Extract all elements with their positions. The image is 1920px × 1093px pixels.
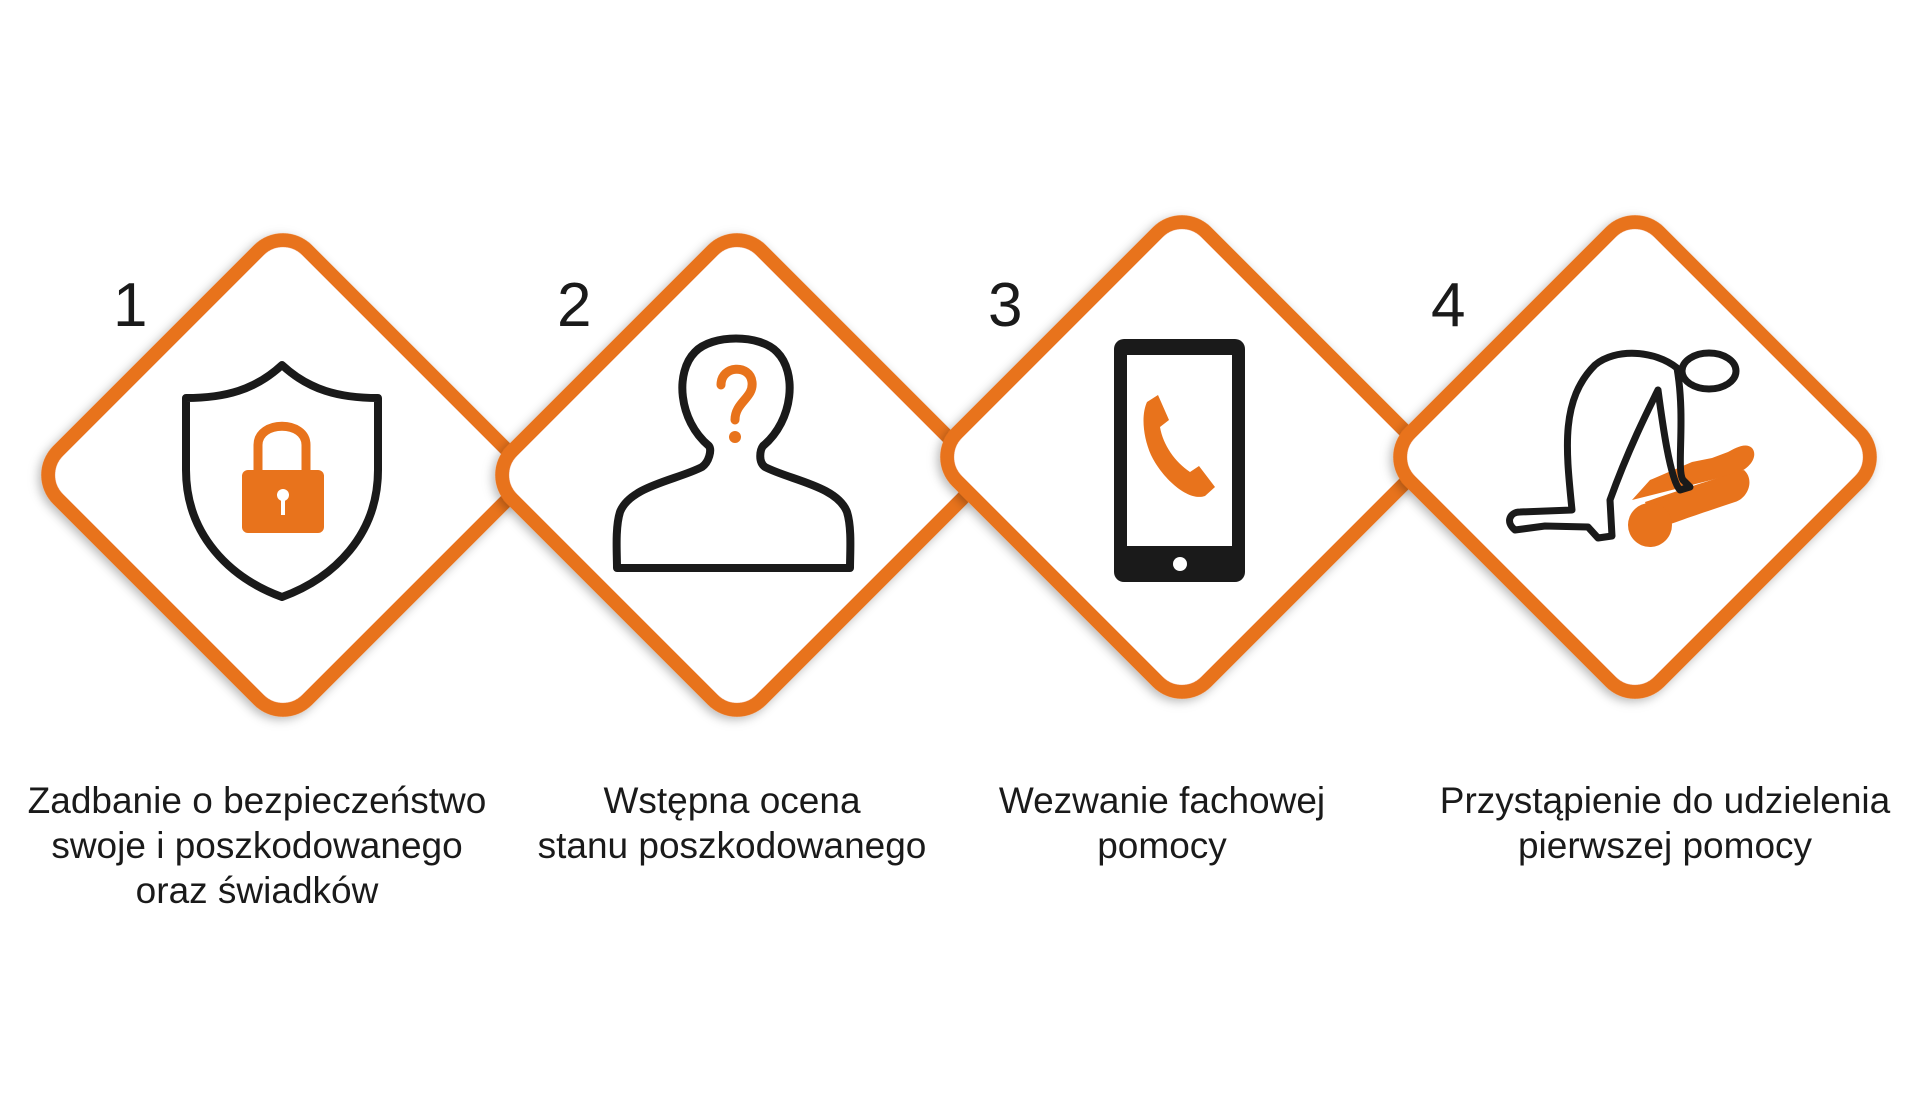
step-4-number: 4 [1431,271,1465,340]
step-1-caption: Zadbanie o bezpieczeństwo swoje i poszko… [27,780,487,911]
phone-call-icon [1114,339,1245,582]
step-2: 2 [495,233,979,717]
step-1-number: 1 [113,271,147,340]
step-3-number: 3 [988,271,1022,340]
step-4-caption: Przystąpienie do udzielenia pierwszej po… [1439,780,1891,866]
step-2-diamond [495,233,979,717]
step-2-caption: Wstępna ocena stanu poszkodowanego [537,780,927,866]
step-3: 3 [940,215,1424,699]
first-aid-cpr-icon [1506,349,1755,547]
step-2-number: 2 [557,271,591,340]
step-3-caption: Wezwanie fachowej pomocy [998,780,1326,866]
shield-lock-icon [182,361,382,601]
step-1: 1 [41,233,525,717]
person-question-icon [612,334,855,572]
step-4-diamond [1393,215,1877,699]
step-4: 4 [1393,215,1877,699]
